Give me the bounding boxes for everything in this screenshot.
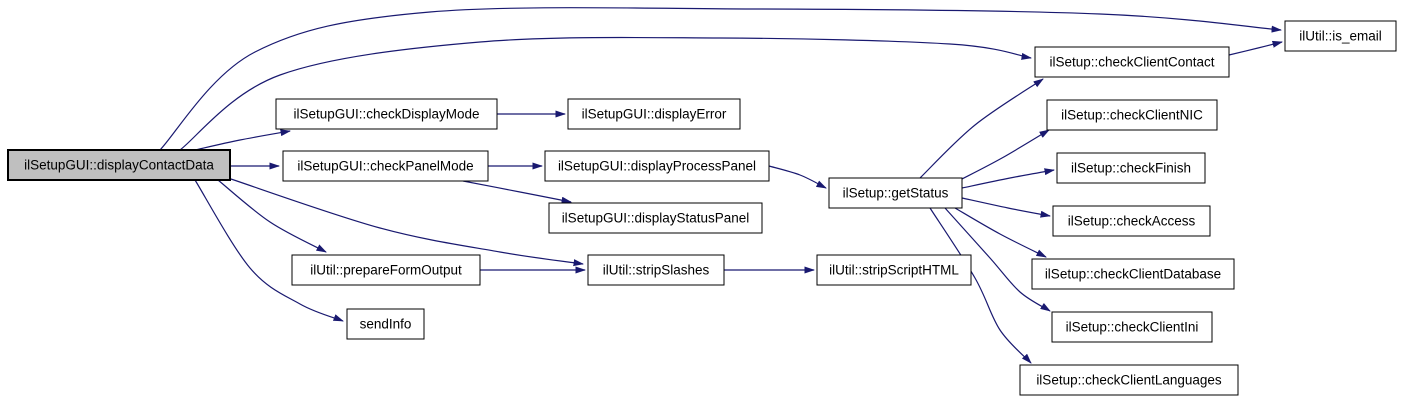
edge-displayContactData-to-prepareFormOutput [217,179,327,253]
edge-getStatus-to-checkClientDatabase [954,207,1047,258]
node-stripSlashes[interactable]: ilUtil::stripSlashes [587,254,725,286]
node-label-checkClientNIC: ilSetup::checkClientNIC [1061,108,1203,123]
node-label-displayStatusPanel: ilSetupGUI::displayStatusPanel [562,211,750,226]
node-label-checkClientIni: ilSetup::checkClientIni [1066,320,1199,335]
node-label-getStatus: ilSetup::getStatus [843,186,949,201]
node-box-checkClientNIC[interactable] [1046,99,1218,131]
node-is_email[interactable]: ilUtil::is_email [1284,20,1397,52]
node-box-stripSlashes[interactable] [587,254,725,286]
edge-displayContactData-to-checkDisplayMode [194,129,291,151]
node-label-sendInfo: sendInfo [360,317,412,332]
node-checkClientContact[interactable]: ilSetup::checkClientContact [1034,46,1230,78]
edge-getStatus-to-checkClientContact [919,78,1044,179]
node-box-getStatus[interactable] [828,177,963,209]
node-label-displayError: ilSetupGUI::displayError [582,107,727,122]
node-box-checkPanelMode[interactable] [282,150,489,182]
node-checkClientIni[interactable]: ilSetup::checkClientIni [1051,311,1213,343]
edge-getStatus-to-checkAccess [961,197,1051,218]
node-displayContactData[interactable]: ilSetupGUI::displayContactData [7,149,231,181]
edge-checkClientContact-to-is_email [1228,40,1283,56]
node-label-stripScriptHTML: ilUtil::stripScriptHTML [829,263,959,278]
node-box-prepareFormOutput[interactable] [291,254,481,286]
edge-getStatus-to-checkFinish [961,168,1055,189]
edge-getStatus-to-checkClientIni [944,207,1051,312]
node-sendInfo[interactable]: sendInfo [346,308,425,340]
node-checkPanelMode[interactable]: ilSetupGUI::checkPanelMode [282,150,489,182]
node-label-checkClientContact: ilSetup::checkClientContact [1049,55,1214,70]
node-label-checkFinish: ilSetup::checkFinish [1071,161,1191,176]
node-label-checkClientLanguages: ilSetup::checkClientLanguages [1036,373,1222,388]
edges-layer [159,7,1283,364]
node-checkAccess[interactable]: ilSetup::checkAccess [1052,205,1211,237]
node-label-displayProcessPanel: ilSetupGUI::displayProcessPanel [558,159,756,174]
node-label-stripSlashes: ilUtil::stripSlashes [603,263,710,278]
node-label-checkAccess: ilSetup::checkAccess [1068,214,1196,229]
node-label-displayContactData: ilSetupGUI::displayContactData [24,158,214,173]
node-box-checkDisplayMode[interactable] [275,98,498,130]
node-label-checkDisplayMode: ilSetupGUI::checkDisplayMode [293,107,479,122]
node-label-checkPanelMode: ilSetupGUI::checkPanelMode [297,159,473,174]
node-box-checkFinish[interactable] [1056,152,1206,184]
edge-getStatus-to-checkClientNIC [959,129,1050,181]
node-box-sendInfo[interactable] [346,308,425,340]
edge-getStatus-to-checkClientLanguages [929,207,1032,364]
node-checkFinish[interactable]: ilSetup::checkFinish [1056,152,1206,184]
nodes-layer: ilSetupGUI::displayContactDatailSetupGUI… [7,20,1397,396]
node-box-displayStatusPanel[interactable] [548,202,763,234]
node-box-checkClientLanguages[interactable] [1019,364,1239,396]
node-box-checkAccess[interactable] [1052,205,1211,237]
node-checkClientLanguages[interactable]: ilSetup::checkClientLanguages [1019,364,1239,396]
node-label-prepareFormOutput: ilUtil::prepareFormOutput [310,263,462,278]
node-box-displayProcessPanel[interactable] [544,150,770,182]
node-box-checkClientDatabase[interactable] [1031,258,1235,290]
node-checkDisplayMode[interactable]: ilSetupGUI::checkDisplayMode [275,98,498,130]
node-displayProcessPanel[interactable]: ilSetupGUI::displayProcessPanel [544,150,770,182]
edge-displayProcessPanel-to-getStatus [768,165,827,189]
edge-displayContactData-to-checkClientContact [179,36,1032,151]
node-box-is_email[interactable] [1284,20,1397,52]
node-label-checkClientDatabase: ilSetup::checkClientDatabase [1045,267,1221,282]
node-box-displayContactData[interactable] [7,149,231,181]
node-getStatus[interactable]: ilSetup::getStatus [828,177,963,209]
node-label-is_email: ilUtil::is_email [1299,29,1382,44]
node-checkClientNIC[interactable]: ilSetup::checkClientNIC [1046,99,1218,131]
node-box-checkClientContact[interactable] [1034,46,1230,78]
edge-displayContactData-to-is_email [159,7,1282,151]
edge-checkPanelMode-to-displayStatusPanel [462,180,572,204]
edge-displayContactData-to-sendInfo [194,179,344,322]
node-stripScriptHTML[interactable]: ilUtil::stripScriptHTML [816,254,972,286]
node-box-displayError[interactable] [567,98,741,130]
node-displayError[interactable]: ilSetupGUI::displayError [567,98,741,130]
edge-displayContactData-to-stripSlashes [227,177,584,267]
node-box-checkClientIni[interactable] [1051,311,1213,343]
node-displayStatusPanel[interactable]: ilSetupGUI::displayStatusPanel [548,202,763,234]
node-prepareFormOutput[interactable]: ilUtil::prepareFormOutput [291,254,481,286]
node-checkClientDatabase[interactable]: ilSetup::checkClientDatabase [1031,258,1235,290]
node-box-stripScriptHTML[interactable] [816,254,972,286]
